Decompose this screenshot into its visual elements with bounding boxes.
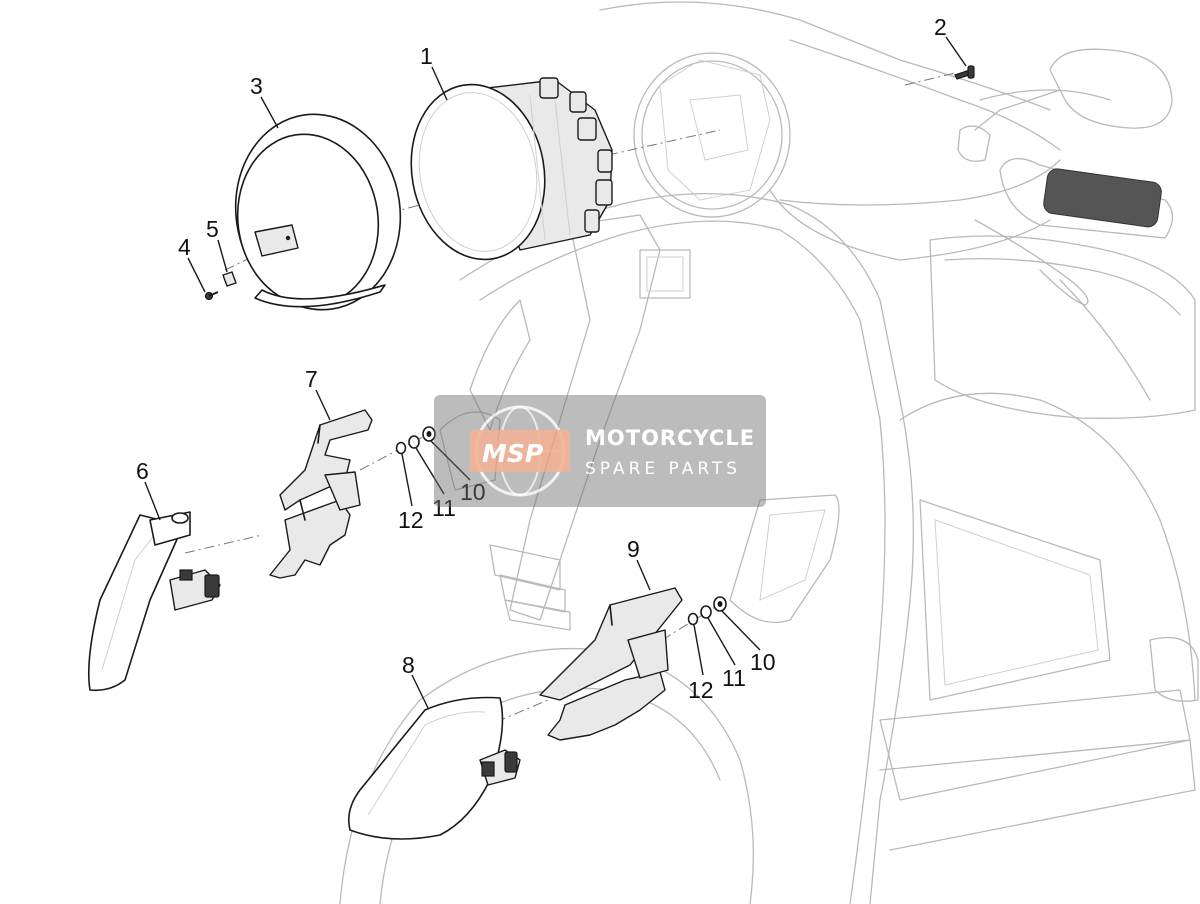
callout-10-left: 10 bbox=[460, 479, 486, 505]
watermark: MSP MOTORCYCLE SPARE PARTS bbox=[434, 395, 766, 507]
callout-12-right: 12 bbox=[688, 677, 714, 703]
callout-1: 1 bbox=[420, 43, 433, 69]
clip-part-5 bbox=[222, 271, 237, 287]
callout-6: 6 bbox=[136, 458, 149, 484]
watermark-logo-text: MSP bbox=[482, 439, 543, 468]
screw-part-4 bbox=[204, 291, 219, 301]
callout-4: 4 bbox=[178, 234, 191, 260]
callout-labels: 1 2 3 4 5 6 7 8 9 10 11 12 10 11 12 bbox=[136, 14, 947, 703]
right-signal-bracket bbox=[539, 587, 683, 741]
callout-2: 2 bbox=[934, 14, 947, 40]
callout-3: 3 bbox=[250, 73, 263, 99]
washers-set-left bbox=[395, 426, 436, 455]
callout-11-left: 11 bbox=[432, 495, 456, 521]
callout-8: 8 bbox=[402, 652, 415, 678]
headlight-assembly bbox=[410, 77, 613, 261]
callout-9: 9 bbox=[627, 536, 640, 562]
headlight-trim-ring bbox=[234, 113, 402, 311]
callout-12-left: 12 bbox=[398, 507, 424, 533]
watermark-line-1: MOTORCYCLE bbox=[585, 426, 755, 450]
watermark-line-2: SPARE PARTS bbox=[585, 459, 741, 479]
left-turn-signal-lens bbox=[88, 511, 221, 692]
callout-7: 7 bbox=[305, 366, 318, 392]
callout-leader-lines bbox=[144, 36, 967, 709]
callout-5: 5 bbox=[206, 216, 219, 242]
washers-set-right bbox=[687, 596, 727, 626]
callout-10-right: 10 bbox=[750, 649, 776, 675]
right-turn-signal-lens bbox=[347, 696, 521, 840]
screw-part-2 bbox=[954, 65, 975, 80]
callout-11-right: 11 bbox=[722, 665, 746, 691]
left-signal-bracket bbox=[269, 409, 373, 579]
